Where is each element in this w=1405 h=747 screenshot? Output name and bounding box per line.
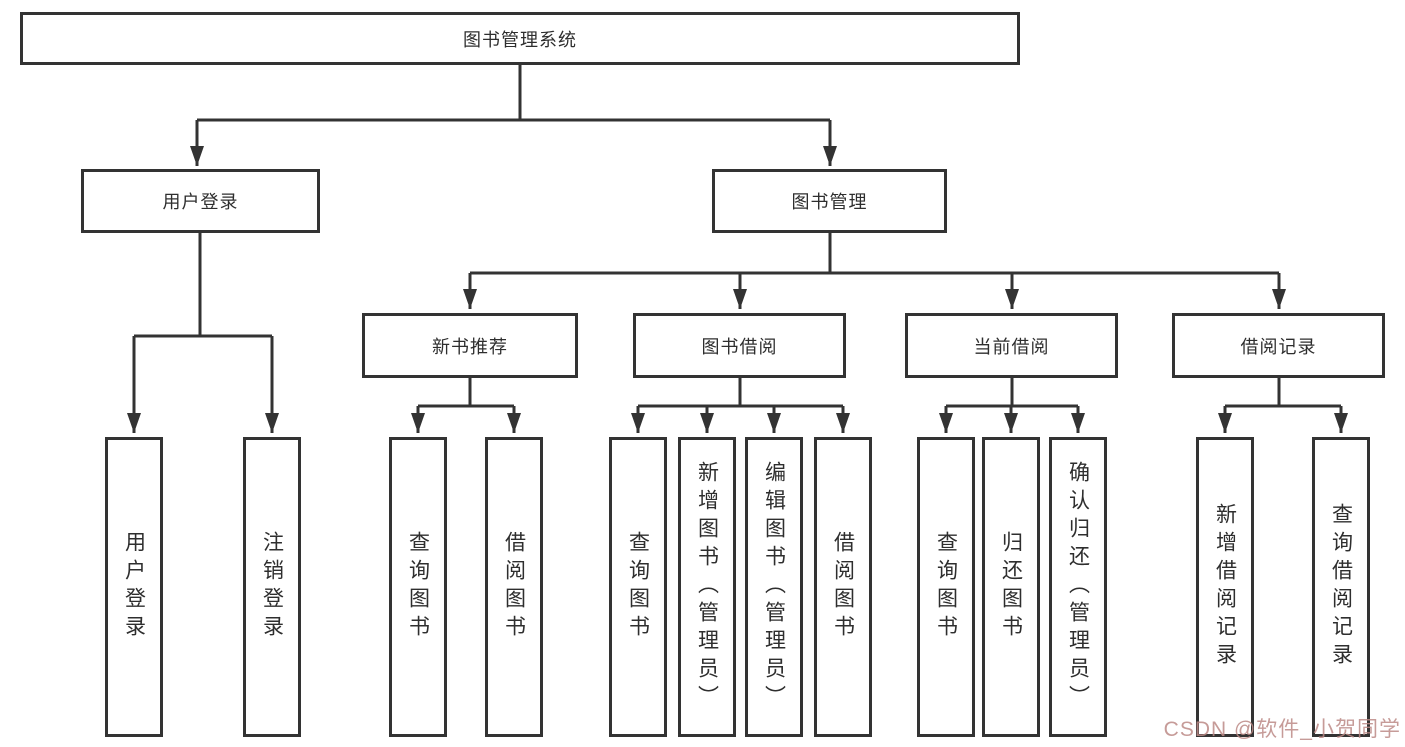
leaf-label: 查询借阅记录: [1329, 503, 1353, 671]
leaf-label: 借阅图书: [831, 531, 855, 643]
leaf-label: 新增图书（管理员）: [695, 461, 719, 713]
leaf-borrow-books: 借阅图书: [814, 437, 872, 737]
leaf-label: 新增借阅记录: [1213, 503, 1237, 671]
leaf-return-books: 归还图书: [982, 437, 1040, 737]
leaf-query-books-current: 查询图书: [917, 437, 975, 737]
leaf-label: 用户登录: [122, 531, 146, 643]
node-current-borrow: 当前借阅: [905, 313, 1118, 378]
leaf-query-borrow-record: 查询借阅记录: [1312, 437, 1370, 737]
leaf-label: 确认归还（管理员）: [1066, 461, 1090, 713]
leaf-label: 归还图书: [999, 531, 1023, 643]
leaf-label: 注销登录: [260, 531, 284, 643]
leaf-logout: 注销登录: [243, 437, 301, 737]
leaf-add-books-admin: 新增图书（管理员）: [678, 437, 736, 737]
leaf-confirm-return-admin: 确认归还（管理员）: [1049, 437, 1107, 737]
node-borrow-records: 借阅记录: [1172, 313, 1385, 378]
node-book-management: 图书管理: [712, 169, 947, 233]
leaf-label: 查询图书: [626, 531, 650, 643]
leaf-user-login: 用户登录: [105, 437, 163, 737]
leaf-label: 查询图书: [406, 531, 430, 643]
node-new-book-recommend: 新书推荐: [362, 313, 578, 378]
leaf-borrow-books-recommend: 借阅图书: [485, 437, 543, 737]
leaf-edit-books-admin: 编辑图书（管理员）: [745, 437, 803, 737]
node-system-title: 图书管理系统: [20, 12, 1020, 65]
leaf-query-books-borrow: 查询图书: [609, 437, 667, 737]
leaf-label: 借阅图书: [502, 531, 526, 643]
node-book-borrow: 图书借阅: [633, 313, 846, 378]
leaf-label: 编辑图书（管理员）: [762, 461, 786, 713]
leaf-add-borrow-record: 新增借阅记录: [1196, 437, 1254, 737]
node-user-login: 用户登录: [81, 169, 320, 233]
leaf-label: 查询图书: [934, 531, 958, 643]
leaf-query-books-recommend: 查询图书: [389, 437, 447, 737]
